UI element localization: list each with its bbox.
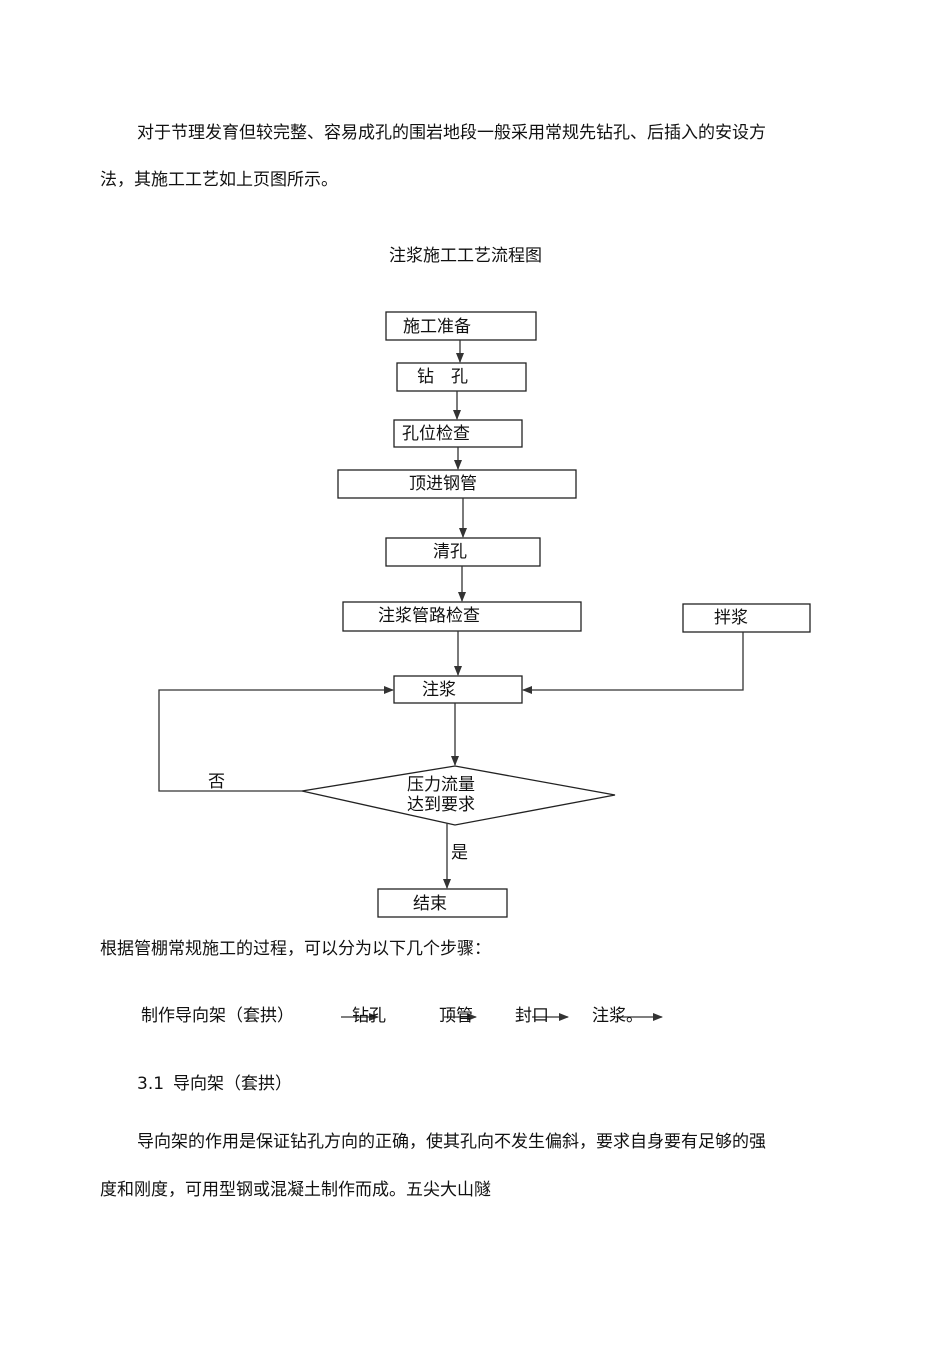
box-prep	[385, 311, 537, 341]
box-pipe-check	[342, 601, 582, 632]
box-push-pipe	[337, 469, 577, 499]
label-end: 结束	[413, 894, 447, 914]
steps-row-step-1: 制作导向架（套拱）	[141, 1006, 294, 1026]
steps-row-step-5: 注浆。	[592, 1006, 643, 1026]
flowchart-title: 注浆施工工艺流程图	[389, 246, 542, 266]
box-mix	[682, 603, 811, 633]
box-drill	[396, 362, 527, 392]
label-drill: 钻 孔	[417, 367, 468, 387]
paragraph-1-line-1: 对于节理发育但较完整、容易成孔的围岩地段一般采用常规先钻孔、后插入的安设方	[137, 123, 766, 143]
label-no: 否	[208, 772, 225, 792]
label-hole-check: 孔位检查	[402, 424, 470, 444]
label-decision-line-2: 达到要求	[407, 795, 475, 815]
label-push-pipe: 顶进钢管	[409, 474, 477, 494]
steps-row-step-4: 封口	[515, 1006, 549, 1026]
section-title: 导向架（套拱）	[173, 1074, 292, 1094]
label-mix: 拌浆	[714, 608, 748, 628]
arrow-no-loop	[158, 686, 394, 792]
box-end	[377, 888, 508, 918]
box-grout	[393, 675, 523, 704]
steps-row-step-3: 顶管	[439, 1006, 473, 1026]
label-prep: 施工准备	[403, 317, 471, 337]
paragraph-1-line-2: 法，其施工工艺如上页图所示。	[100, 170, 338, 190]
label-decision-line-1: 压力流量	[407, 775, 475, 795]
label-yes: 是	[451, 843, 468, 863]
box-hole-check	[393, 419, 523, 448]
section-number: 3.1	[137, 1074, 165, 1094]
label-grout: 注浆	[422, 680, 456, 700]
arrow-mix-grout	[522, 632, 744, 694]
label-clean-hole: 清孔	[433, 542, 467, 562]
paragraph-3-line-2: 度和刚度，可用型钢或混凝土制作而成。五尖大山隧	[100, 1180, 491, 1200]
paragraph-3-line-1: 导向架的作用是保证钻孔方向的正确，使其孔向不发生偏斜，要求自身要有足够的强	[137, 1132, 766, 1152]
box-clean-hole	[385, 537, 541, 567]
paragraph-2: 根据管棚常规施工的过程，可以分为以下几个步骤：	[100, 939, 491, 959]
steps-row-step-2: 钻孔	[352, 1006, 386, 1026]
decision-diamond	[301, 765, 616, 826]
label-pipe-check: 注浆管路检查	[378, 606, 480, 626]
